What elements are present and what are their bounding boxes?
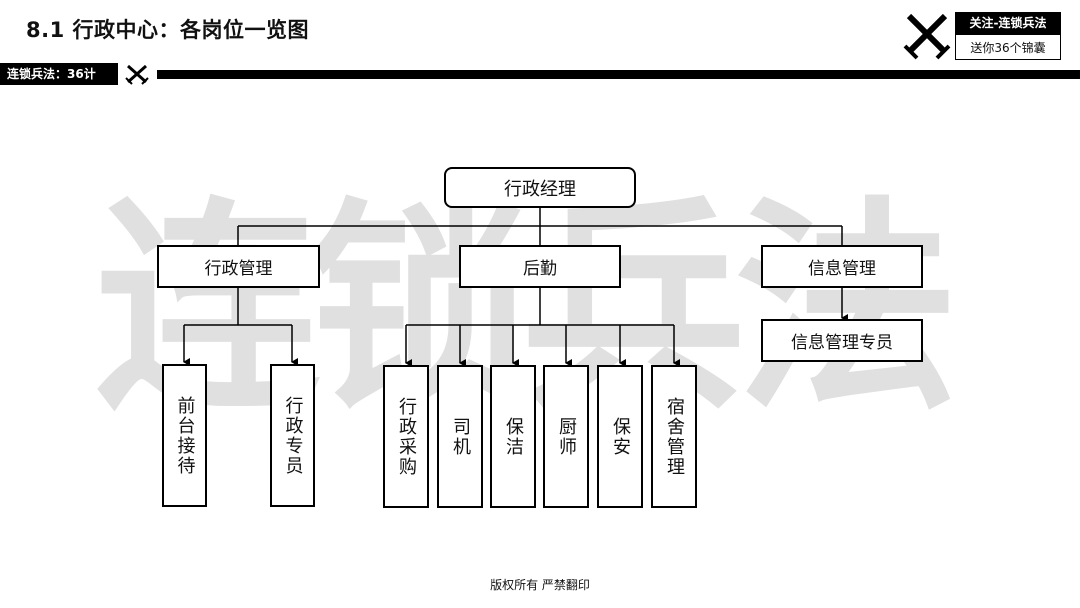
node-driver: 司机 [437,365,483,508]
series-tag: 连锁兵法：36计 [0,63,118,85]
page-title: 8.1 行政中心：各岗位一览图 [26,18,310,42]
node-info-specialist: 信息管理专员 [761,319,923,362]
brand-follow-label: 关注-连锁兵法 [955,12,1061,35]
node-dorm-manager: 宿舍管理 [651,365,697,508]
node-chef: 厨师 [543,365,589,508]
copyright-footer: 版权所有 严禁翻印 [490,578,590,592]
crossed-swords-icon [125,64,149,85]
node-purchasing: 行政采购 [383,365,429,508]
node-security: 保安 [597,365,643,508]
node-dept-logistics: 后勤 [459,245,621,288]
node-cleaner: 保洁 [490,365,536,508]
node-dept-info: 信息管理 [761,245,923,288]
node-front-desk: 前台接待 [162,364,207,507]
header-rule [157,70,1080,79]
brand-swords-icon [903,13,951,60]
node-root: 行政经理 [444,167,636,208]
brand-offer-label: 送你36个锦囊 [970,41,1046,55]
node-dept-admin: 行政管理 [157,245,320,288]
node-admin-specialist: 行政专员 [270,364,315,507]
